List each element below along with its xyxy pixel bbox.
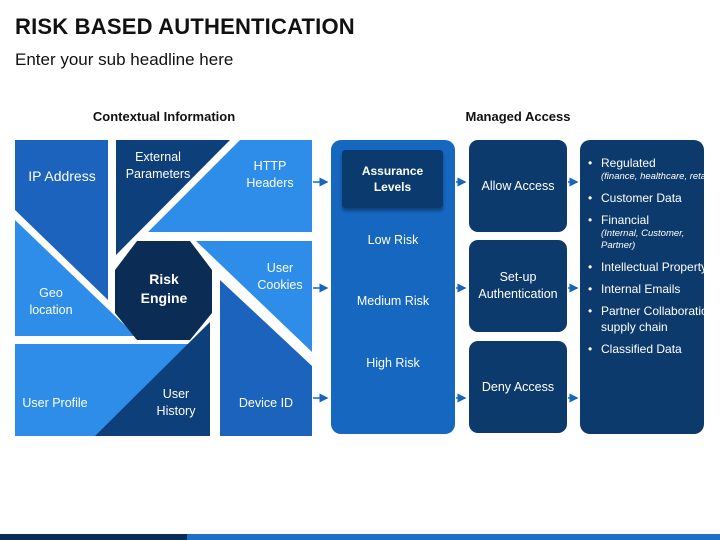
page-title: RISK BASED AUTHENTICATION — [15, 14, 355, 39]
user-cookies-label: User Cookies — [257, 261, 303, 292]
user-history-label: User History — [156, 387, 196, 418]
asset-label: Partner Collaboration, supply chain — [601, 303, 718, 335]
asset-item: Regulated(finance, healthcare, retail) — [588, 155, 718, 184]
risk-level-low: Low Risk — [367, 233, 419, 247]
asset-label: Classified Data — [601, 342, 682, 357]
asset-label: Intellectual Property — [601, 259, 708, 274]
device-id-shape — [220, 280, 312, 436]
external-parameters-label: External Parameters — [125, 150, 191, 181]
asset-item: Partner Collaboration, supply chain — [588, 303, 718, 335]
user-profile-shape — [15, 344, 202, 436]
user-history-shape — [95, 322, 210, 436]
asset-label: Internal Emails — [601, 281, 681, 296]
deny-access-panel — [469, 341, 567, 433]
asset-label: Financial — [601, 212, 650, 227]
footer-bar — [0, 534, 720, 540]
setup-authentication-label: Set-up Authentication — [478, 270, 558, 301]
section-contextual-information: Contextual Information — [92, 109, 236, 124]
allow-access-label: Allow Access — [481, 178, 555, 193]
asset-note: (Internal, Customer, Partner) — [601, 227, 685, 252]
page-subtitle: Enter your sub headline here — [15, 50, 234, 69]
asset-item: Financial(Internal, Customer, Partner) — [588, 212, 718, 253]
risk-engine-label: Risk Engine — [140, 271, 188, 306]
asset-label: Customer Data — [601, 190, 682, 205]
section-managed-access: Managed Access — [465, 109, 571, 124]
allow-access-panel — [469, 140, 567, 232]
asset-note: (finance, healthcare, retail) — [601, 171, 714, 183]
device-id-label: Device ID — [238, 395, 294, 410]
asset-item: Intellectual Property — [588, 259, 718, 275]
setup-authentication-panel — [469, 240, 567, 332]
asset-label: Regulated — [601, 156, 656, 170]
external-parameters-shape — [116, 140, 230, 255]
http-headers-label: HTTP Headers — [246, 159, 294, 190]
risk-level-high: High Risk — [366, 356, 420, 370]
asset-item: Classified Data — [588, 341, 718, 357]
deny-access-label: Deny Access — [481, 379, 555, 394]
risk-engine-shape — [115, 241, 212, 340]
asset-item: Internal Emails — [588, 281, 718, 297]
ip-address-shape — [15, 140, 108, 300]
assurance-panel-shape — [331, 140, 455, 434]
http-headers-shape — [148, 140, 312, 232]
assurance-levels-header: Assurance Levels — [342, 150, 443, 208]
asset-item: Customer Data — [588, 190, 718, 206]
geo-location-shape — [15, 220, 136, 336]
risk-level-medium: Medium Risk — [356, 294, 430, 308]
protected-assets-list: Regulated(finance, healthcare, retail) C… — [588, 155, 718, 364]
ip-address-label: IP Address — [28, 167, 96, 184]
geo-location-label: Geo location — [29, 286, 73, 317]
user-cookies-shape — [196, 241, 312, 352]
user-profile-label: User Profile — [22, 395, 88, 410]
